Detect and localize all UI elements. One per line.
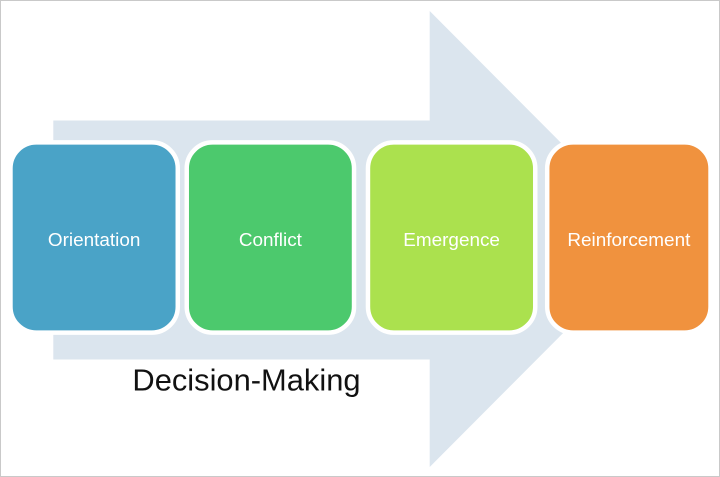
stage-label-reinforcement: Reinforcement <box>567 230 691 251</box>
stage-orientation: Orientation <box>8 140 181 335</box>
stage-box-reinforcement <box>544 140 713 335</box>
stage-box-orientation <box>8 140 181 335</box>
stage-label-emergence: Emergence <box>403 230 500 251</box>
stage-box-conflict <box>184 140 357 335</box>
stage-conflict: Conflict <box>184 140 357 335</box>
stage-label-conflict: Conflict <box>239 230 303 251</box>
stage-box-emergence <box>365 140 538 335</box>
stage-emergence: Emergence <box>365 140 538 335</box>
stage-reinforcement: Reinforcement <box>544 140 713 335</box>
diagram-caption: Decision-Making <box>132 362 360 397</box>
stage-label-orientation: Orientation <box>48 230 140 251</box>
